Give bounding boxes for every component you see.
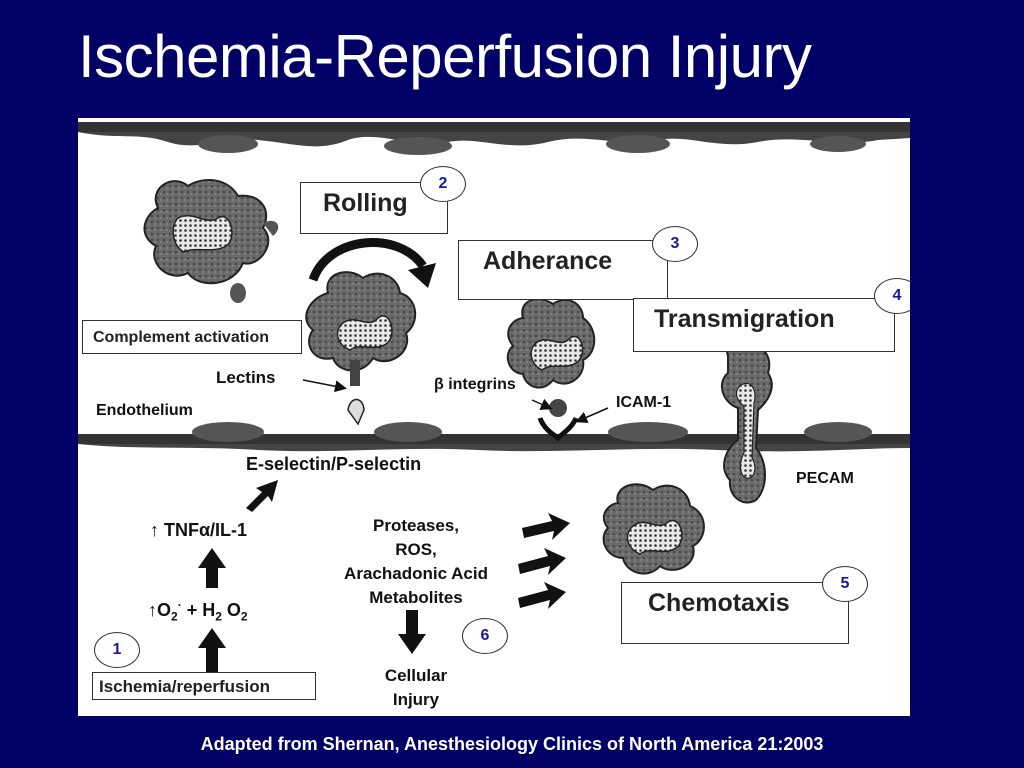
chemotaxis-box: Chemotaxis bbox=[621, 582, 849, 644]
h2o2-o: O bbox=[221, 600, 241, 620]
selectin-label: E-selectin/P-selectin bbox=[246, 454, 422, 474]
step-badge-3: 3 bbox=[652, 226, 698, 262]
rolling-arrow-head-icon bbox=[408, 263, 436, 288]
step-badge-5: 5 bbox=[822, 566, 868, 602]
rolling-arrow-icon bbox=[308, 238, 427, 282]
h2o2-subscript-2: 2 bbox=[240, 609, 248, 624]
injury-down-arrow-icon bbox=[398, 610, 426, 654]
tnf-label: ↑ TNFα/IL-1 bbox=[150, 520, 248, 540]
endothelium-label: Endothelium bbox=[96, 402, 193, 419]
diagram-artwork bbox=[78, 122, 910, 672]
neutrophil-cell-4 bbox=[720, 341, 773, 504]
cellular-injury-line-2: Injury bbox=[392, 690, 440, 709]
o2-plus-h: + H bbox=[181, 600, 216, 620]
neutrophil-cell-1 bbox=[143, 179, 279, 303]
rolling-box: Rolling bbox=[300, 182, 448, 234]
transmigration-box: Transmigration bbox=[633, 298, 895, 352]
h2o2-subscript-1: 2 bbox=[215, 609, 222, 624]
step-badge-1: 1 bbox=[94, 632, 140, 668]
integrins-pointer-icon bbox=[531, 398, 553, 410]
citation: Adapted from Shernan, Anesthesiology Cli… bbox=[200, 734, 824, 754]
step-badge-6: 6 bbox=[462, 618, 508, 654]
icam-label: ICAM-1 bbox=[616, 394, 672, 411]
o2-prefix: ↑O bbox=[148, 600, 172, 620]
chemotaxis-arrows-icon bbox=[518, 513, 570, 609]
neutrophil-cell-5 bbox=[602, 483, 705, 575]
pecam-label: PECAM bbox=[796, 470, 854, 487]
integrins-label: β integrins bbox=[434, 376, 516, 393]
slide-title: Ischemia-Reperfusion Injury bbox=[78, 23, 812, 90]
lectins-pointer-icon bbox=[302, 379, 347, 393]
mediators-line-1: Proteases, bbox=[373, 516, 459, 535]
endothelium-wall bbox=[78, 422, 910, 452]
cellular-injury-label: Cellular Injury bbox=[358, 664, 474, 712]
complement-activation-box: Complement activation bbox=[82, 320, 302, 354]
o2-superscript: · bbox=[177, 598, 182, 612]
o2-h2o2-label: ↑O2· + H2 O2 bbox=[148, 598, 248, 624]
diagram-figure: Rolling Adherance Transmigration Chemota… bbox=[78, 118, 910, 716]
mediators-line-2: ROS, bbox=[395, 540, 437, 559]
neutrophil-cell-3 bbox=[506, 298, 596, 442]
step-badge-4: 4 bbox=[874, 278, 910, 314]
mediators-line-3: Arachadonic Acid bbox=[344, 564, 488, 583]
cellular-injury-line-1: Cellular bbox=[384, 666, 448, 685]
icam-pointer-icon bbox=[575, 407, 609, 423]
top-vessel-wall bbox=[78, 122, 910, 155]
mediators-label: Proteases, ROS, Arachadonic Acid Metabol… bbox=[320, 514, 512, 610]
step-badge-2: 2 bbox=[420, 166, 466, 202]
mediators-line-4: Metabolites bbox=[369, 588, 463, 607]
o2-subscript: 2 bbox=[171, 609, 178, 624]
neutrophil-cell-2 bbox=[305, 271, 416, 426]
ischemia-reperfusion-box: Ischemia/reperfusion bbox=[92, 672, 316, 700]
adherance-box: Adherance bbox=[458, 240, 668, 300]
cascade-up-arrow-icon bbox=[198, 480, 278, 672]
lectins-label: Lectins bbox=[216, 368, 276, 387]
